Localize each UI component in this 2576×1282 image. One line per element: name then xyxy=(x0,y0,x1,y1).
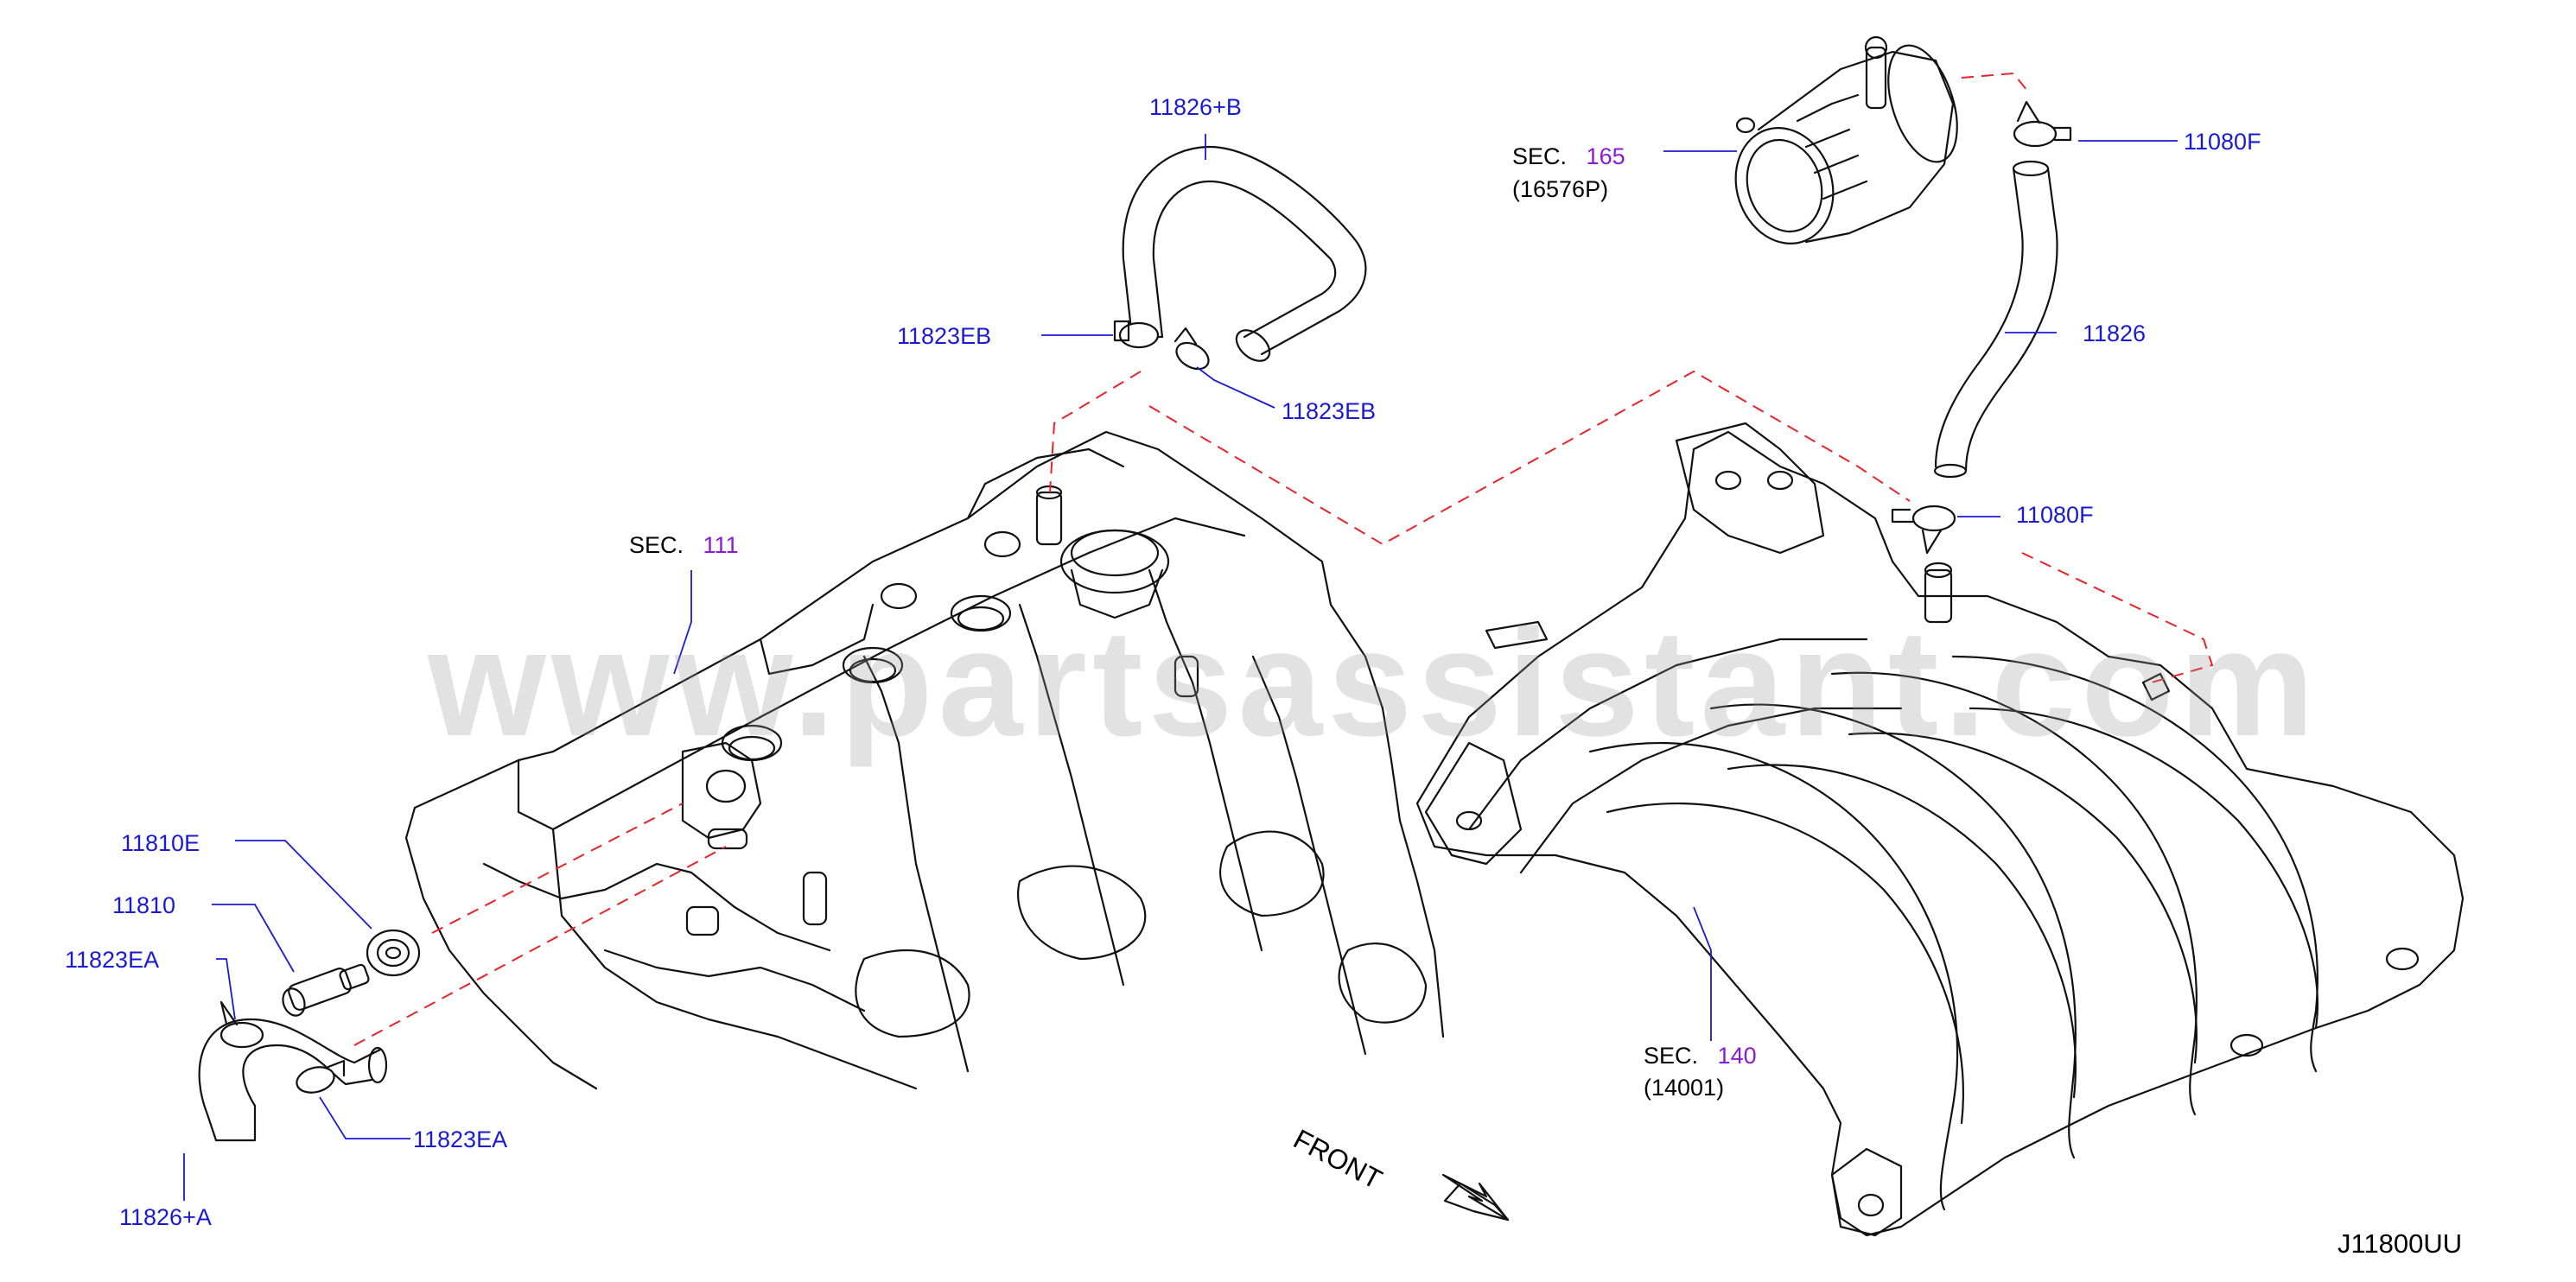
hose-11826-drawing xyxy=(1933,160,2058,479)
section-number-165[interactable]: 165 xyxy=(1586,143,1625,169)
clamp-11080F-top xyxy=(2013,100,2072,148)
assembly-guide-lines xyxy=(353,72,2214,1046)
part-label-11823EB-top[interactable]: 11823EB xyxy=(897,323,992,349)
clamp-11823EA-bottom xyxy=(296,1059,346,1094)
section-label-111: SEC. 111 xyxy=(629,531,739,559)
clamp-11823EA-top xyxy=(219,1000,264,1049)
clamp-11823EB-top xyxy=(1113,320,1160,349)
section-ref-16576P: (16576P) xyxy=(1512,176,1609,202)
pcv-valve-drawing xyxy=(282,963,370,1017)
part-label-11080F-top[interactable]: 11080F xyxy=(2184,129,2261,155)
diagram-code: J11800UU xyxy=(2337,1228,2463,1259)
clamp-11823EB-bottom xyxy=(1174,327,1210,371)
part-label-11826[interactable]: 11826 xyxy=(2083,320,2147,346)
front-arrow-icon xyxy=(1441,1173,1510,1222)
part-label-11810E[interactable]: 11810E xyxy=(121,830,200,856)
part-label-11823EB-bottom[interactable]: 11823EB xyxy=(1282,398,1377,424)
part-label-11823EA-bottom[interactable]: 11823EA xyxy=(413,1127,508,1152)
section-label-140: SEC. 140 xyxy=(1644,1042,1757,1069)
section-prefix: SEC. xyxy=(1644,1043,1699,1069)
part-label-11823EA-top[interactable]: 11823EA xyxy=(65,947,160,973)
section-number-111[interactable]: 111 xyxy=(703,532,739,558)
grommet-drawing xyxy=(366,929,421,977)
part-label-11826B[interactable]: 11826+B xyxy=(1149,94,1242,120)
leader-lines xyxy=(183,134,2178,1201)
section-number-140[interactable]: 140 xyxy=(1717,1043,1757,1069)
clamp-11080F-bottom xyxy=(1891,505,1956,555)
section-prefix: SEC. xyxy=(1512,143,1568,169)
air-duct-drawing xyxy=(1734,35,1958,244)
section-prefix: SEC. xyxy=(629,532,684,558)
intake-manifold-drawing xyxy=(1415,422,2465,1237)
part-label-11080F-bottom[interactable]: 11080F xyxy=(2016,502,2094,528)
section-ref-14001: (14001) xyxy=(1644,1075,1725,1101)
hose-11826B-drawing xyxy=(1122,145,1367,362)
part-label-11826A[interactable]: 11826+A xyxy=(119,1204,212,1230)
section-label-165: SEC. 165 xyxy=(1512,143,1625,170)
part-label-11810[interactable]: 11810 xyxy=(112,892,176,918)
cylinder-head-drawing xyxy=(404,430,1445,1090)
